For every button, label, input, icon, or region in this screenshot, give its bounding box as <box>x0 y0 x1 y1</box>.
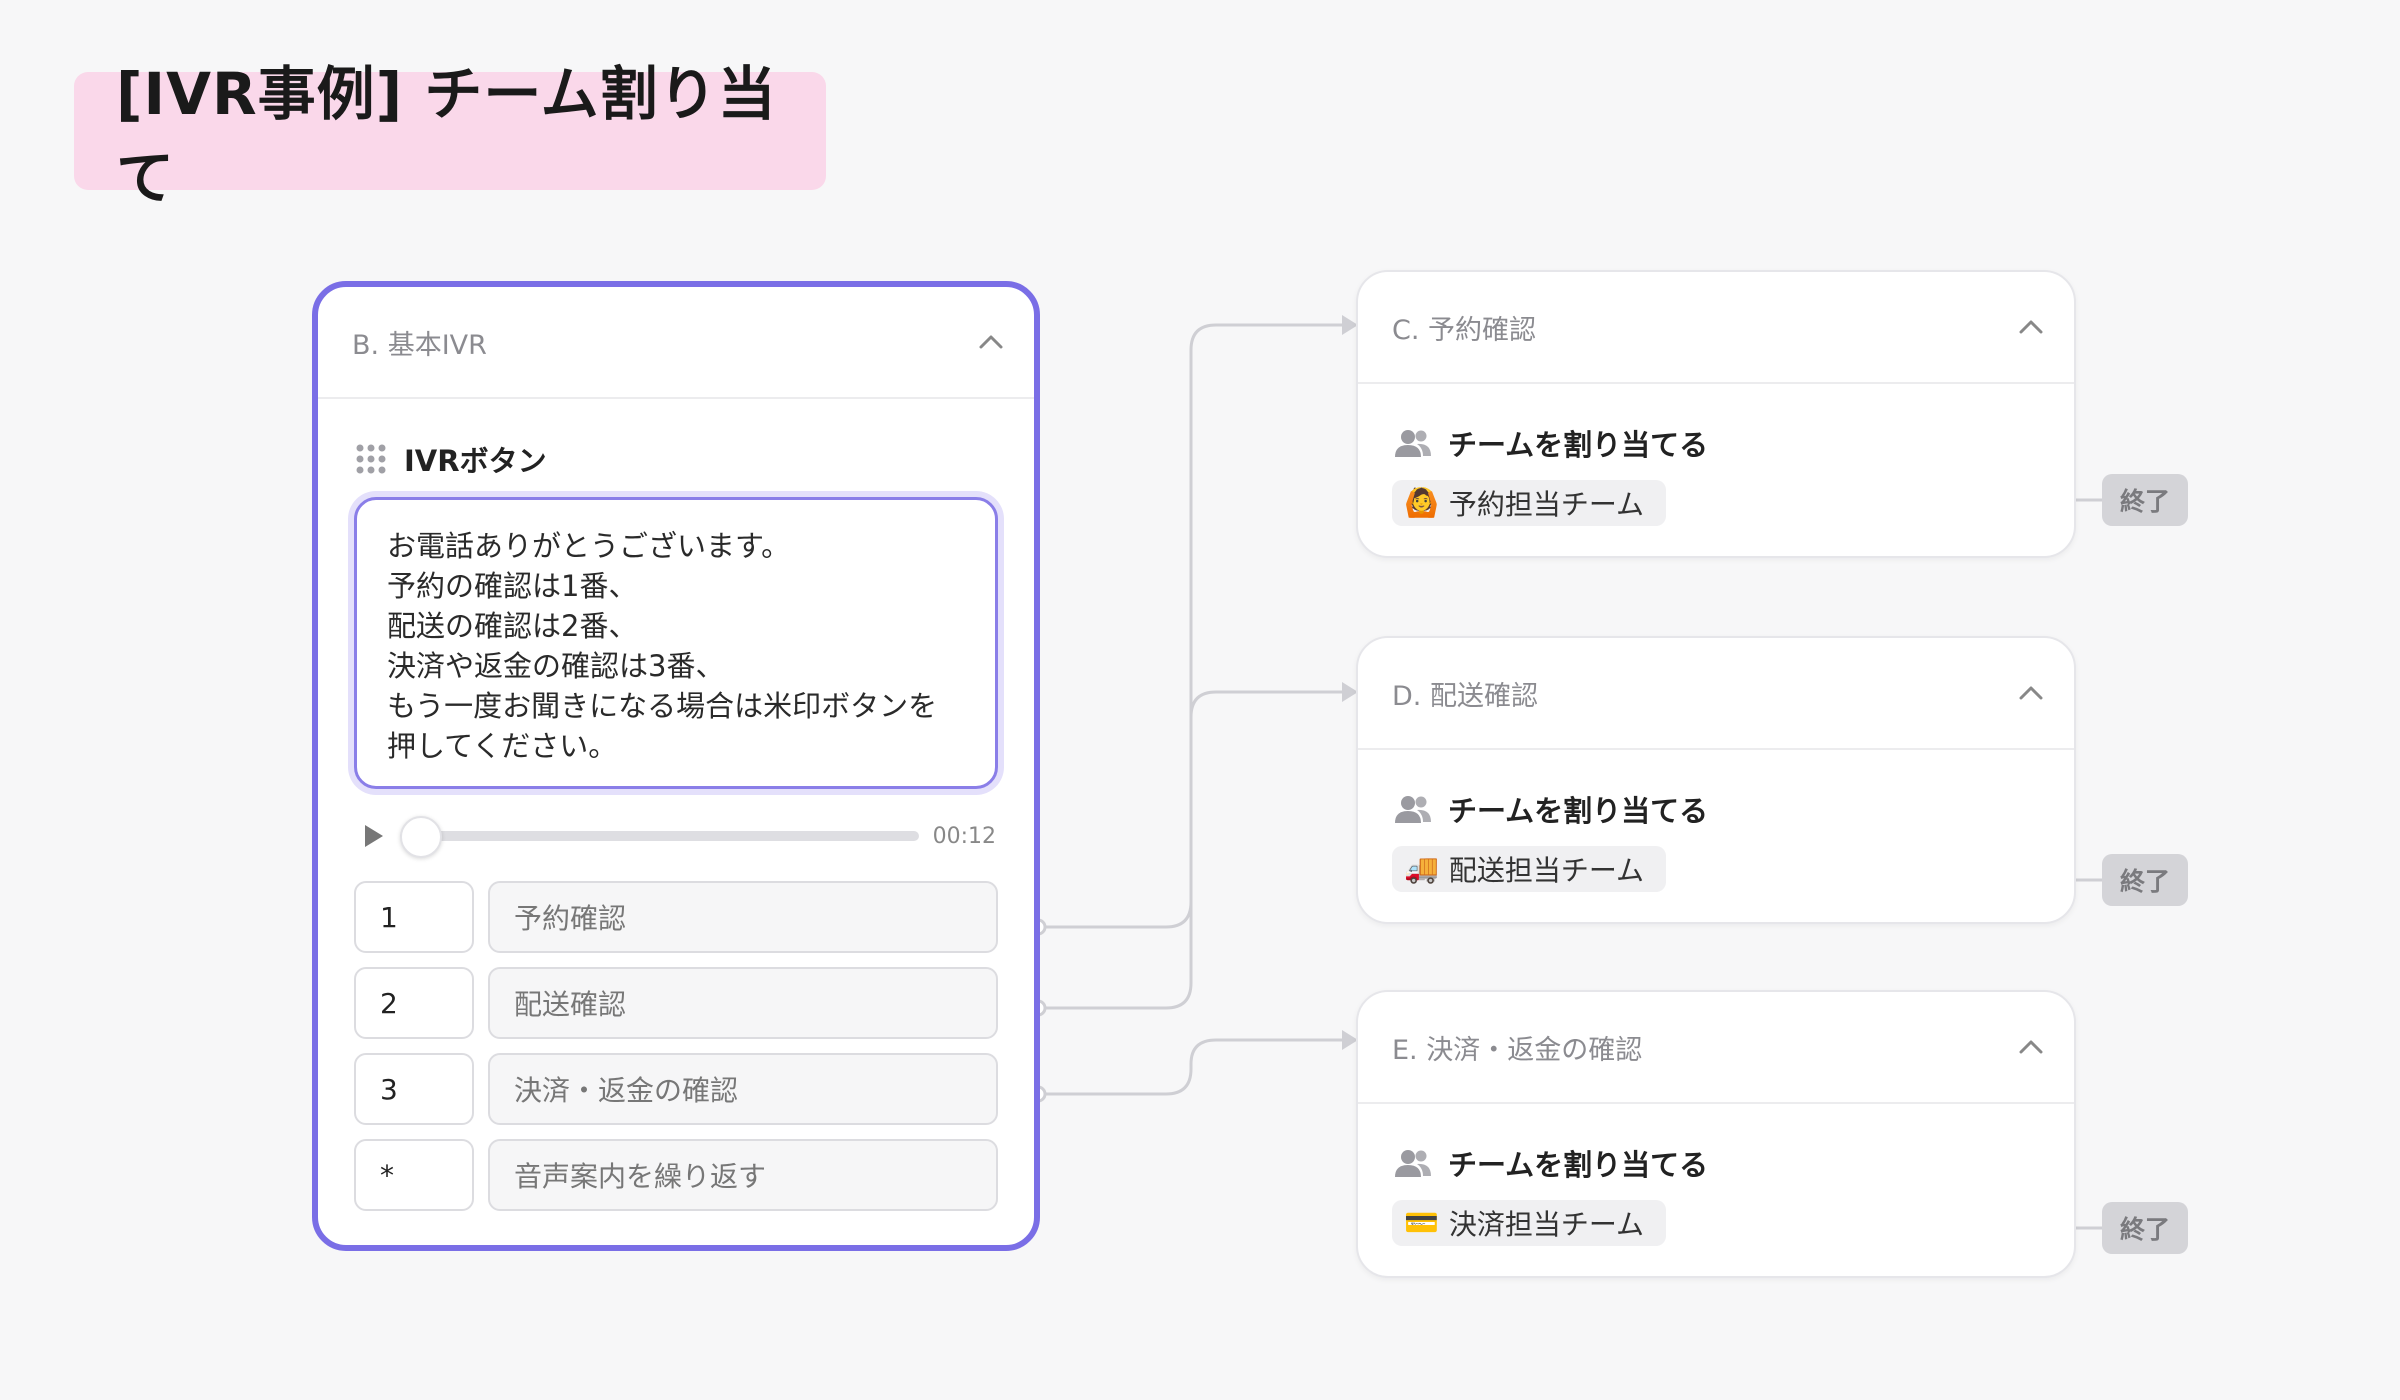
team-card-header[interactable]: E. 決済・返金の確認 <box>1358 992 2074 1104</box>
chevron-up-icon[interactable] <box>978 334 1004 350</box>
ivr-destination-field[interactable]: 音声案内を繰り返す <box>488 1139 998 1211</box>
team-chip[interactable]: 🙆 予約担当チーム <box>1392 480 1667 526</box>
ivr-card-title: B. 基本IVR <box>352 329 487 361</box>
person-ok-icon: 🙆 <box>1404 486 1439 519</box>
ivr-button-list: 1 予約確認 2 配送確認 3 決済・返金の確認 * 音声案内を繰り返す <box>354 881 998 1211</box>
ivr-button-row: 2 配送確認 <box>354 967 998 1039</box>
chevron-up-icon[interactable] <box>2018 319 2044 335</box>
ivr-key-input[interactable]: 2 <box>354 967 474 1039</box>
team-chip[interactable]: 💳 決済担当チーム <box>1392 1200 1667 1246</box>
assign-team-action: チームを割り当てる <box>1394 788 2074 830</box>
ivr-destination-field[interactable]: 決済・返金の確認 <box>488 1053 998 1125</box>
connector-3-to-e <box>1038 1038 1346 1096</box>
connector-1-to-c <box>1038 323 1346 929</box>
action-label: チームを割り当てる <box>1448 794 1709 828</box>
chevron-up-icon[interactable] <box>2018 1039 2044 1055</box>
assign-team-action: チームを割り当てる <box>1394 1142 2074 1184</box>
team-card-c[interactable]: C. 予約確認 チームを割り当てる 🙆 予約担当チーム <box>1356 270 2076 558</box>
ivr-key-input[interactable]: 3 <box>354 1053 474 1125</box>
ivr-key-input[interactable]: * <box>354 1139 474 1211</box>
action-label: チームを割り当てる <box>1448 428 1709 462</box>
audio-progress-track[interactable] <box>400 816 919 858</box>
users-icon <box>1395 1150 1431 1177</box>
audio-player: 00:12 <box>362 809 996 863</box>
chevron-up-icon[interactable] <box>2018 685 2044 701</box>
ivr-card[interactable]: B. 基本IVR IVRボタン お電話ありがとうございます。 予約の確認は1番、… <box>312 281 1040 1251</box>
ivr-button-row: * 音声案内を繰り返す <box>354 1139 998 1211</box>
action-label: チームを割り当てる <box>1448 1148 1709 1182</box>
team-name: 配送担当チーム <box>1448 854 1645 887</box>
ivr-section-label: IVRボタン <box>404 444 547 478</box>
assign-team-action: チームを割り当てる <box>1394 422 2074 464</box>
ivr-card-header[interactable]: B. 基本IVR <box>318 287 1034 399</box>
ivr-destination-field[interactable]: 予約確認 <box>488 881 998 953</box>
credit-card-icon: 💳 <box>1404 1206 1439 1239</box>
end-tag: 終了 <box>2102 1202 2188 1254</box>
drag-handle-icon[interactable] <box>356 444 386 474</box>
ivr-section-header: IVRボタン <box>356 439 1034 479</box>
team-name: 予約担当チーム <box>1448 488 1645 521</box>
users-icon <box>1395 430 1431 457</box>
team-card-title: C. 予約確認 <box>1392 314 1537 346</box>
page-title: [IVR事例] チーム割り当て <box>74 60 826 212</box>
team-card-e[interactable]: E. 決済・返金の確認 チームを割り当てる 💳 決済担当チーム <box>1356 990 2076 1278</box>
ivr-key-input[interactable]: 1 <box>354 881 474 953</box>
end-tag: 終了 <box>2102 474 2188 526</box>
ivr-message-textarea[interactable]: お電話ありがとうございます。 予約の確認は1番、 配送の確認は2番、 決済や返金… <box>354 497 998 789</box>
audio-scrubber-handle[interactable] <box>400 816 442 858</box>
ivr-button-row: 3 決済・返金の確認 <box>354 1053 998 1125</box>
team-card-title: D. 配送確認 <box>1392 680 1538 712</box>
team-card-title: E. 決済・返金の確認 <box>1392 1034 1643 1066</box>
arrow-c <box>1342 315 1358 335</box>
ivr-button-row: 1 予約確認 <box>354 881 998 953</box>
audio-duration: 00:12 <box>932 823 996 849</box>
team-card-d[interactable]: D. 配送確認 チームを割り当てる 🚚 配送担当チーム <box>1356 636 2076 924</box>
arrow-d <box>1342 682 1358 702</box>
play-icon[interactable] <box>362 823 386 849</box>
users-icon <box>1395 796 1431 823</box>
ivr-destination-field[interactable]: 配送確認 <box>488 967 998 1039</box>
team-name: 決済担当チーム <box>1448 1208 1645 1241</box>
arrow-e <box>1342 1030 1358 1050</box>
team-chip[interactable]: 🚚 配送担当チーム <box>1392 846 1667 892</box>
team-card-header[interactable]: C. 予約確認 <box>1358 272 2074 384</box>
team-card-header[interactable]: D. 配送確認 <box>1358 638 2074 750</box>
end-tag: 終了 <box>2102 854 2188 906</box>
connector-2-to-d <box>1038 690 1346 1010</box>
truck-icon: 🚚 <box>1404 852 1439 885</box>
